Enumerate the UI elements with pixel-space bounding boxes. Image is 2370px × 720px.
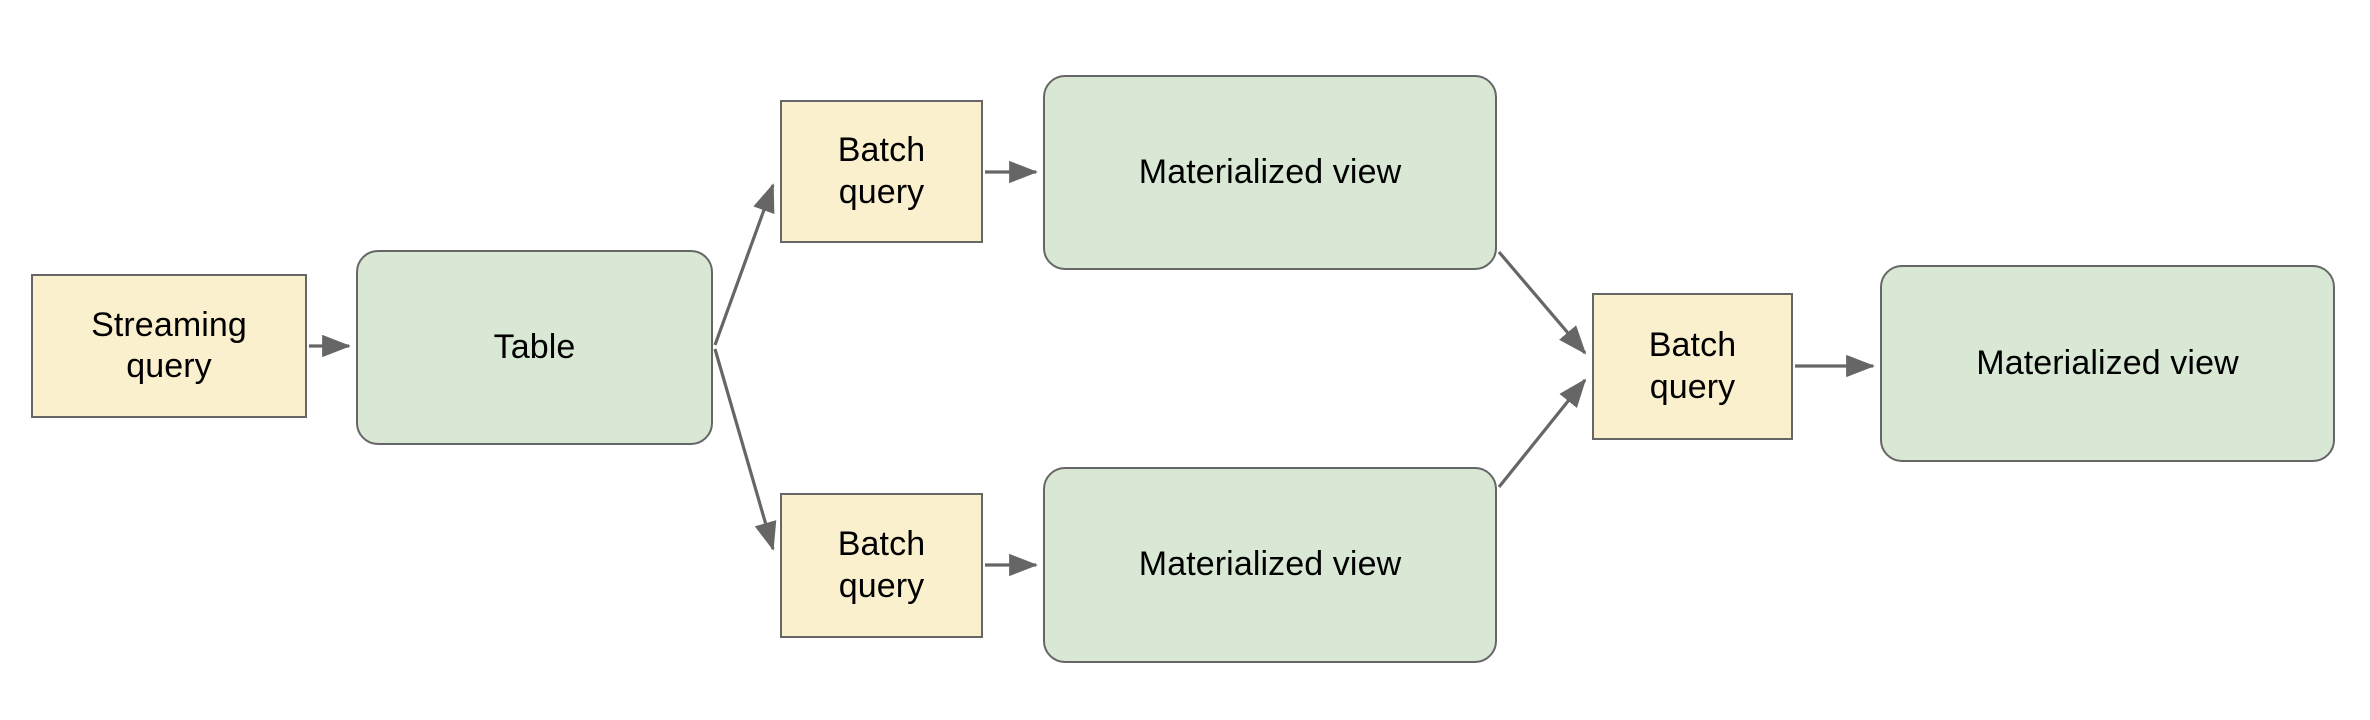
- edge-mv-top-to-batch-join: [1497, 250, 1587, 355]
- node-batch-query-bottom[interactable]: Batch query: [780, 493, 983, 638]
- edge-table-to-batch-bottom: [713, 348, 777, 551]
- node-materialized-view-bottom[interactable]: Materialized view: [1043, 467, 1497, 663]
- node-batch-query-top[interactable]: Batch query: [780, 100, 983, 243]
- node-batch-query-join[interactable]: Batch query: [1592, 293, 1793, 440]
- node-materialized-view-final[interactable]: Materialized view: [1880, 265, 2335, 462]
- edge-mv-bottom-to-batch-join: [1497, 378, 1587, 489]
- node-materialized-view-bottom-label: Materialized view: [1138, 545, 1402, 584]
- node-materialized-view-final-label: Materialized view: [1976, 343, 2239, 382]
- node-table[interactable]: Table: [356, 250, 713, 445]
- node-materialized-view-top[interactable]: Materialized view: [1043, 75, 1497, 270]
- edge-table-to-batch-top: [713, 183, 775, 346]
- node-streaming-query[interactable]: Streaming query: [31, 274, 307, 418]
- node-batch-query-top-label: Batch query: [837, 131, 926, 211]
- node-batch-query-bottom-label: Batch query: [837, 525, 926, 605]
- node-batch-query-join-label: Batch query: [1648, 326, 1737, 406]
- node-table-label: Table: [493, 327, 576, 366]
- node-materialized-view-top-label: Materialized view: [1138, 152, 1402, 191]
- node-streaming-query-label: Streaming query: [91, 305, 247, 385]
